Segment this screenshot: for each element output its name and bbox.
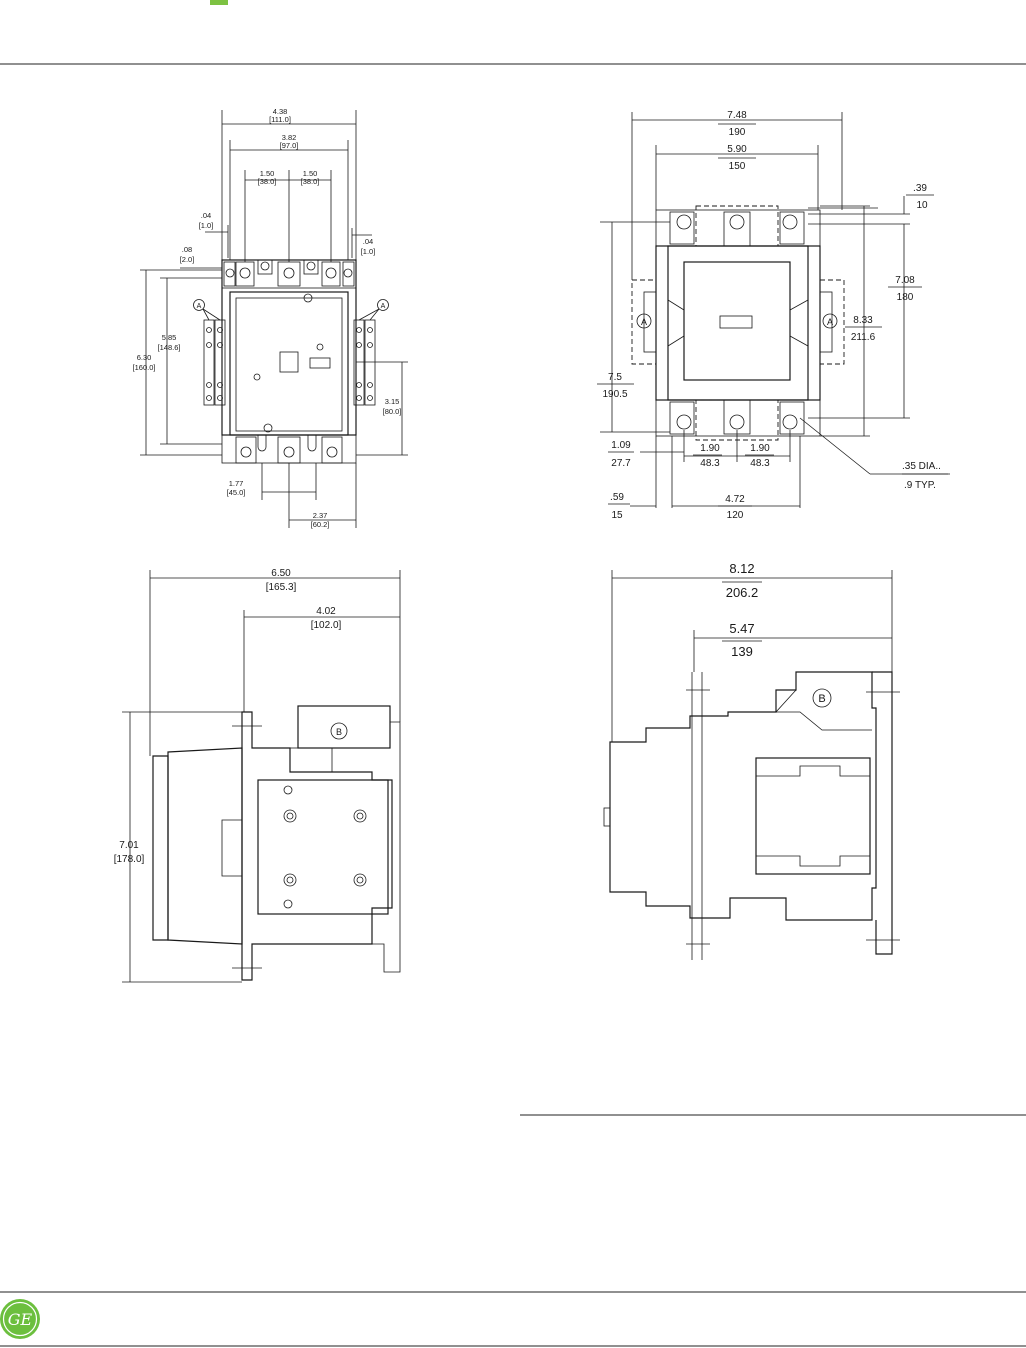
view-front-small: 4.38 [111.0] 3.82 [97.0] 1.50 [38.0] 1.5… [133,107,408,529]
v1-pitch-left-mm: [38.0] [258,177,277,186]
v1-right-gap-mm: [1.0] [361,247,376,256]
v2-overall-width-mm: 190 [729,127,746,138]
v1-bottom-pitch: 1.77 [229,479,244,488]
v3-overall-depth: 6.50 [271,568,291,579]
v1-body-height: 5.85 [162,333,177,342]
v2-top-offset: .39 [913,183,927,194]
v1-bottom-offset-mm: [60.2] [311,520,330,529]
v1-inner-width-mm: [97.0] [280,141,299,150]
v1-pitch-left: 1.50 [260,169,275,178]
v2-overall-height-mm: 211.6 [851,332,876,343]
v1-overall-width-mm: [111.0] [269,115,291,124]
v2-left-offset-mm: 27.7 [611,458,631,469]
v4-callout-b: B [818,693,825,705]
v3-mount-depth-mm: [102.0] [311,620,342,631]
v2-hole-pitch-v: 7.08 [895,275,915,286]
view-side-large: 8.12 206.2 5.47 139 B [603,561,900,960]
v4-overall-depth: 8.12 [729,561,754,576]
v1-left-gap-mm: [1.0] [199,221,214,230]
v1-callout-a-right: A [381,303,386,310]
v1-body-height-mm: [148.6] [158,343,181,352]
v1-pitch-right-mm: [38.0] [301,177,320,186]
v2-pitch-left: 1.90 [700,443,720,454]
v1-inner-width: 3.82 [282,133,297,142]
v2-body-height: 7.5 [608,372,622,383]
v2-overall-height: 8.33 [853,315,873,326]
v2-body-height-mm: 190.5 [602,389,627,400]
v1-overall-height: 6.30 [137,353,152,362]
v2-hole-pitch-v-mm: 180 [897,292,914,303]
v1-overall-height-mm: [160.0] [133,363,156,372]
v1-bottom-offset: 2.37 [313,511,328,520]
v1-pitch-right: 1.50 [303,169,318,178]
v4-overall-depth-mm: 206.2 [726,585,759,600]
v2-inner-width-mm: 150 [729,161,746,172]
v3-overall-height: 7.01 [119,840,139,851]
v1-bottom-pitch-mm: [45.0] [227,488,246,497]
v2-hole-typ: .9 TYP. [904,480,936,491]
v2-edge-offset: .59 [610,492,624,503]
v1-left-gap: .04 [201,211,211,220]
v1-overall-width: 4.38 [273,107,288,116]
v2-mount-width-mm: 120 [727,510,744,521]
v2-pitch-left-mm: 48.3 [700,458,720,469]
v3-mount-depth: 4.02 [316,606,336,617]
v1-mount-height-mm: [80.0] [383,407,402,416]
v2-mount-width: 4.72 [725,494,745,505]
v2-hole-dia: .35 DIA.. [902,461,941,472]
v1-mount-height: 3.15 [385,397,400,406]
v1-callout-a-left: A [197,303,202,310]
v4-mount-depth: 5.47 [729,621,754,636]
v3-overall-height-mm: [178.0] [114,854,145,865]
v1-side-gap: .08 [182,245,192,254]
v2-edge-offset-mm: 15 [611,510,623,521]
ge-logo-text: GE [8,1310,33,1329]
v2-pitch-right-mm: 48.3 [750,458,770,469]
header-accent-mark [210,0,228,5]
v2-left-offset: 1.09 [611,440,631,451]
v2-callout-a-right: A [827,317,833,327]
v3-callout-b: B [336,727,342,737]
v2-overall-width: 7.48 [727,110,747,121]
view-side-small: 6.50 [165.3] 4.02 [102.0] 7.01 [178.0] B [114,568,401,983]
v1-side-gap-mm: [2.0] [180,255,195,264]
v2-callout-a-left: A [641,317,647,327]
v2-top-offset-mm: 10 [916,200,928,211]
v3-overall-depth-mm: [165.3] [266,582,297,593]
v4-mount-depth-mm: 139 [731,644,753,659]
view-front-large: 7.48 190 5.90 150 .39 10 7.08 180 8.33 2… [597,110,950,521]
v1-right-gap: .04 [363,237,373,246]
v2-pitch-right: 1.90 [750,443,770,454]
ge-logo: GE [0,1299,40,1339]
v2-inner-width: 5.90 [727,144,747,155]
